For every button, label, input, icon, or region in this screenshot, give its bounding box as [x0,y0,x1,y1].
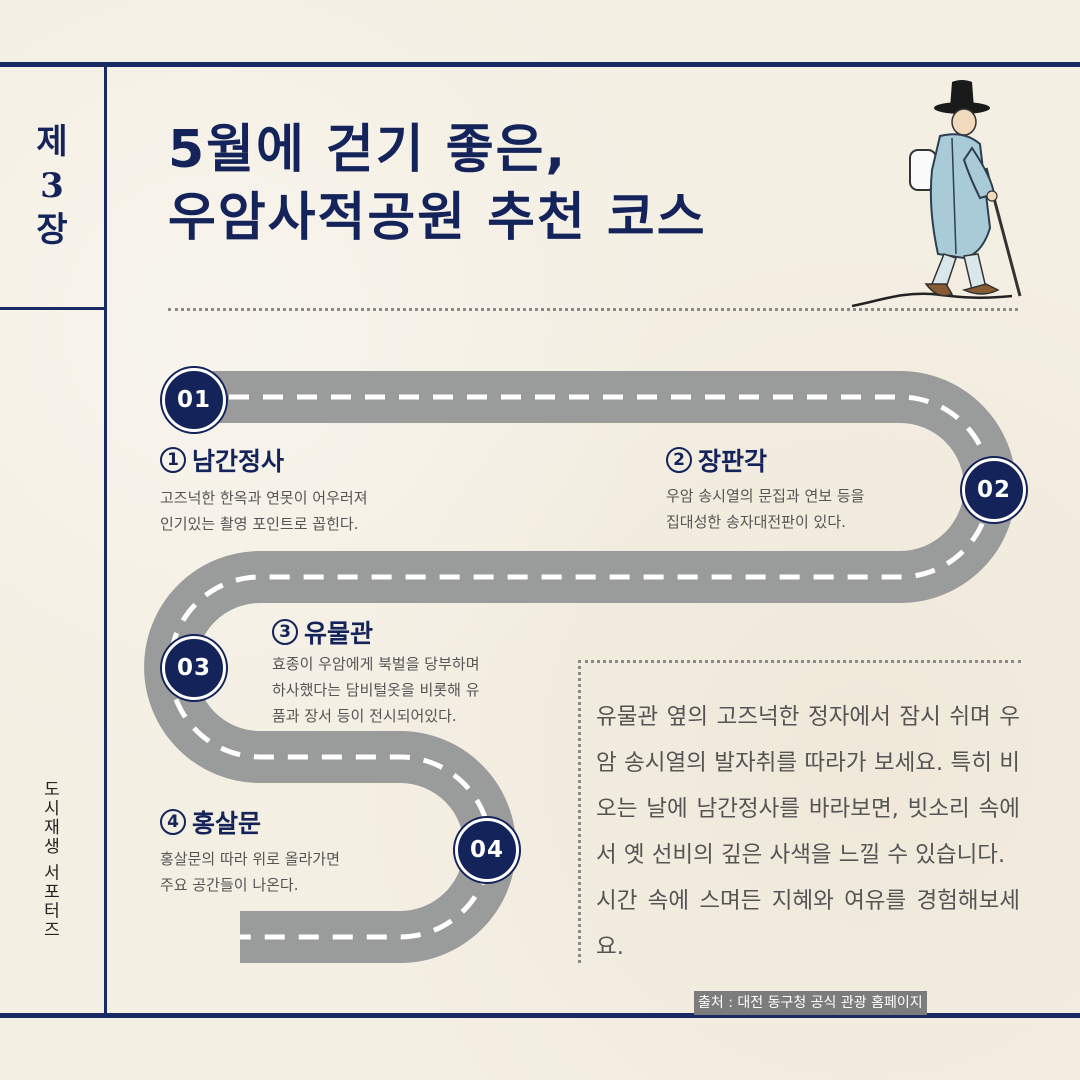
stop-1-name: 남간정사 [192,447,285,476]
stop-badge-1: 01 [162,368,226,432]
stop-3-number: 3 [272,619,298,645]
source-credit: 출처 : 대전 동구청 공식 관광 홈페이지 [694,991,927,1015]
stop-1-description: 고즈넉한 한옥과 연못이 어우러져 인기있는 촬영 포인트로 꼽힌다. [160,485,368,537]
chapter-label: 제 3 장 [0,120,104,252]
stop-4-desc-line: 홍살문의 따라 위로 올라가면 [160,850,340,868]
stop-1-number: 1 [160,447,186,473]
stop-4-description: 홍살문의 따라 위로 올라가면 주요 공간들이 나온다. [160,846,340,898]
stop-3-title: 3 유물관 [272,614,373,650]
note-paragraph-2: 시간 속에 스며든 지혜와 여유를 경험해보세요. [596,888,1020,960]
stop-2-name: 장판각 [698,447,768,476]
chapter-line-3: 장 [36,210,68,250]
frame-vertical-rule [104,67,107,1013]
note-dotted-frame [578,660,1021,963]
stop-3-description: 효종이 우암에게 북벌을 당부하며 하사했다는 담비털옷을 비롯해 유 품과 장… [272,651,480,729]
page-title: 5월에 걷기 좋은, 우암사적공원 추천 코스 [168,116,707,252]
stop-badge-3: 03 [162,636,226,700]
stop-4-name: 홍살문 [192,809,262,838]
frame-bottom-rule [0,1013,1080,1018]
frame-chapter-divider [0,307,107,310]
stop-4-title: 4 홍살문 [160,804,261,840]
title-line-2: 우암사적공원 추천 코스 [168,188,707,248]
scholar-walking-illustration [852,80,1022,308]
stop-4-number: 4 [160,809,186,835]
brand-vertical-text: 도시재생 서포터즈 [39,780,60,940]
stop-1-desc-line: 고즈넉한 한옥과 연못이 어우러져 [160,489,368,507]
chapter-line-2: 3 [40,166,64,206]
header-dotted-divider [168,308,1018,311]
stop-1-desc-line: 인기있는 촬영 포인트로 꼽힌다. [160,515,359,533]
stop-4-desc-line: 주요 공간들이 나온다. [160,876,299,894]
stop-2-number: 2 [666,447,692,473]
note-paragraph-1: 유물관 옆의 고즈넉한 정자에서 잠시 쉬며 우암 송시열의 발자취를 따라가 … [596,704,1020,868]
stop-3-desc-line: 효종이 우암에게 북벌을 당부하며 [272,655,480,673]
stop-badge-4: 04 [455,818,519,882]
stop-2-description: 우암 송시열의 문집과 연보 등을 집대성한 송자대전판이 있다. [666,483,864,535]
stop-3-name: 유물관 [304,619,374,648]
stop-1-title: 1 남간정사 [160,442,284,478]
frame-top-rule [0,62,1080,67]
stop-badge-2: 02 [962,458,1026,522]
title-line-1: 5월에 걷기 좋은, [168,120,568,180]
stop-3-desc-line: 품과 장서 등이 전시되어있다. [272,707,457,725]
stop-2-desc-line: 우암 송시열의 문집과 연보 등을 [666,487,865,505]
stop-3-desc-line: 하사했다는 담비털옷을 비롯해 유 [272,681,480,699]
note-text: 유물관 옆의 고즈넉한 정자에서 잠시 쉬며 우암 송시열의 발자취를 따라가 … [596,694,1020,970]
stop-2-desc-line: 집대성한 송자대전판이 있다. [666,513,846,531]
chapter-line-1: 제 [36,122,68,162]
stop-2-title: 2 장판각 [666,442,767,478]
